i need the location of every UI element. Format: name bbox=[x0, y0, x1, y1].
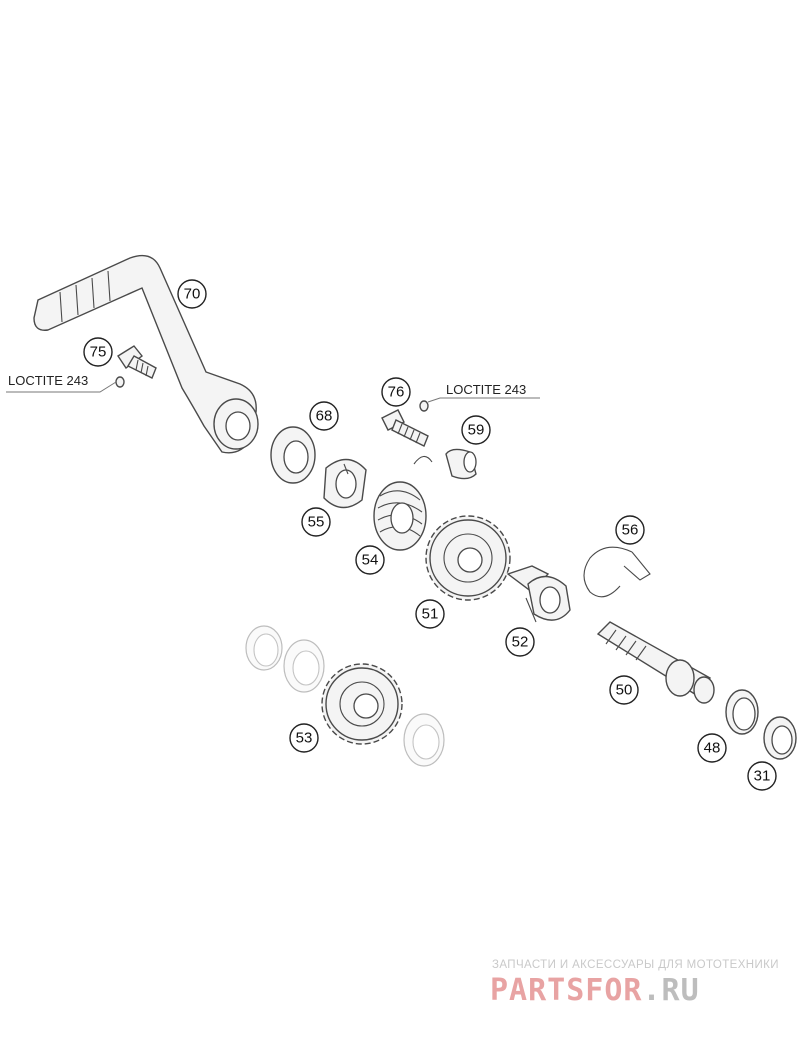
watermark-logo-tld: .RU bbox=[643, 973, 700, 1008]
bolt-75 bbox=[115, 345, 157, 388]
callout-31: 31 bbox=[747, 761, 777, 791]
watermark: ЗАПЧАСТИ И АКСЕССУАРЫ ДЛЯ МОТОТЕХНИКИ PA… bbox=[490, 959, 779, 1008]
faded-circlip-left bbox=[245, 625, 283, 671]
loctite-note-left: LOCTITE 243 bbox=[6, 373, 117, 393]
watermark-logo: PARTSFOR.RU bbox=[490, 973, 700, 1008]
loctite-label-left: LOCTITE 243 bbox=[8, 373, 88, 388]
callout-54: 54 bbox=[355, 545, 385, 575]
callout-53-label: 53 bbox=[296, 730, 313, 747]
callout-70-label: 70 bbox=[184, 286, 201, 303]
callout-31-label: 31 bbox=[754, 768, 771, 785]
callout-59-label: 59 bbox=[468, 422, 485, 439]
callout-55: 55 bbox=[301, 507, 331, 537]
loctite-note-right: LOCTITE 243 bbox=[427, 382, 540, 403]
kick-start-lever bbox=[33, 254, 259, 454]
callout-52-label: 52 bbox=[512, 634, 529, 651]
callout-56: 56 bbox=[615, 515, 645, 545]
callout-51: 51 bbox=[415, 599, 445, 629]
callout-51-label: 51 bbox=[422, 606, 439, 623]
callout-70: 70 bbox=[177, 279, 207, 309]
callout-53: 53 bbox=[289, 723, 319, 753]
callout-56-label: 56 bbox=[622, 522, 639, 539]
callout-48-label: 48 bbox=[704, 740, 721, 757]
circlip-56 bbox=[583, 546, 651, 598]
watermark-tagline: ЗАПЧАСТИ И АКСЕССУАРЫ ДЛЯ МОТОТЕХНИКИ bbox=[492, 959, 779, 971]
callout-75-label: 75 bbox=[90, 344, 107, 361]
callout-68-label: 68 bbox=[316, 408, 333, 425]
watermark-logo-main: PARTSFOR bbox=[490, 973, 643, 1008]
sleeve-59 bbox=[445, 448, 477, 480]
shaft-50 bbox=[596, 621, 715, 704]
callout-54-label: 54 bbox=[362, 552, 379, 569]
callout-59: 59 bbox=[461, 415, 491, 445]
seal-68 bbox=[270, 426, 316, 484]
loctite-label-right: LOCTITE 243 bbox=[446, 382, 526, 397]
faded-washer-right bbox=[403, 713, 445, 767]
gear-51 bbox=[425, 515, 511, 601]
washer-31 bbox=[763, 716, 797, 760]
callout-52: 52 bbox=[505, 627, 535, 657]
spring-54 bbox=[373, 455, 433, 551]
callout-50-label: 50 bbox=[616, 682, 633, 699]
callout-75: 75 bbox=[83, 337, 113, 367]
callout-76-label: 76 bbox=[388, 384, 405, 401]
callout-68: 68 bbox=[309, 401, 339, 431]
gear-53 bbox=[321, 663, 403, 745]
callout-55-label: 55 bbox=[308, 514, 325, 531]
callout-48: 48 bbox=[697, 733, 727, 763]
bolt-76 bbox=[381, 400, 429, 447]
bushing-55 bbox=[323, 458, 367, 509]
callout-50: 50 bbox=[609, 675, 639, 705]
ratchet-52 bbox=[506, 565, 571, 623]
faded-washer-left bbox=[283, 639, 325, 693]
callout-76: 76 bbox=[381, 377, 411, 407]
circlip-48 bbox=[725, 689, 759, 735]
